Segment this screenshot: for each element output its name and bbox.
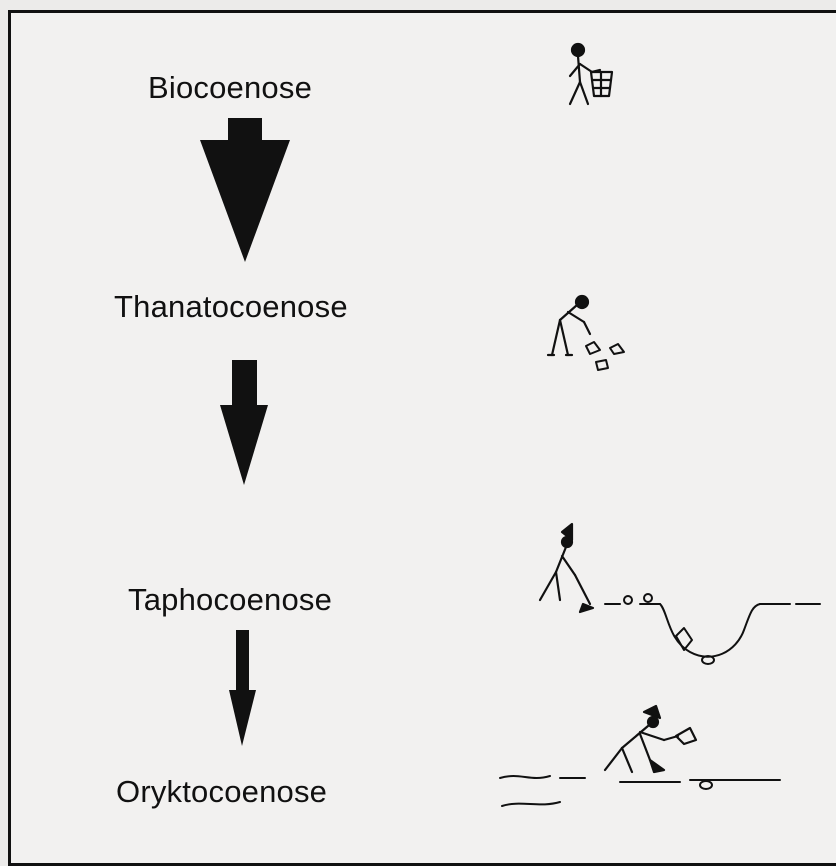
figure-excavating <box>605 706 696 772</box>
excavation-ground <box>500 776 780 806</box>
figure-bending-over <box>548 296 590 355</box>
figure-standing-with-basket <box>570 44 612 104</box>
arrow-biocoenose-to-thanatocoenose <box>200 118 290 262</box>
pit-with-bones <box>605 594 820 664</box>
arrow-taphocoenose-to-oryktocoenose <box>229 630 256 746</box>
scattered-bones <box>586 342 624 370</box>
figure-with-stick <box>540 524 593 612</box>
arrow-thanatocoenose-to-taphocoenose <box>220 360 268 485</box>
